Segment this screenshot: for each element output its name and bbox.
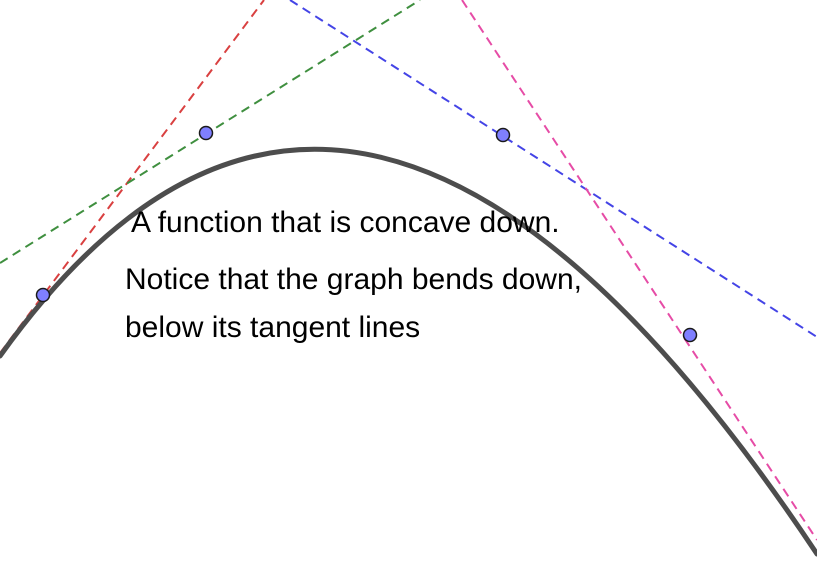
tangent-line-4: [461, 0, 817, 541]
note-line-1: Notice that the graph bends down,: [125, 263, 582, 296]
diagram-title: A function that is concave down.: [131, 206, 560, 239]
tangent-line-1: [0, 0, 265, 354]
tangency-point-2[interactable]: [198, 125, 214, 141]
note-line-2: below its tangent lines: [125, 311, 421, 344]
tangency-point-3[interactable]: [495, 127, 511, 143]
tangency-point-1[interactable]: [35, 287, 51, 303]
concave-down-curve: [0, 146, 817, 557]
tangency-point-4[interactable]: [682, 327, 698, 343]
